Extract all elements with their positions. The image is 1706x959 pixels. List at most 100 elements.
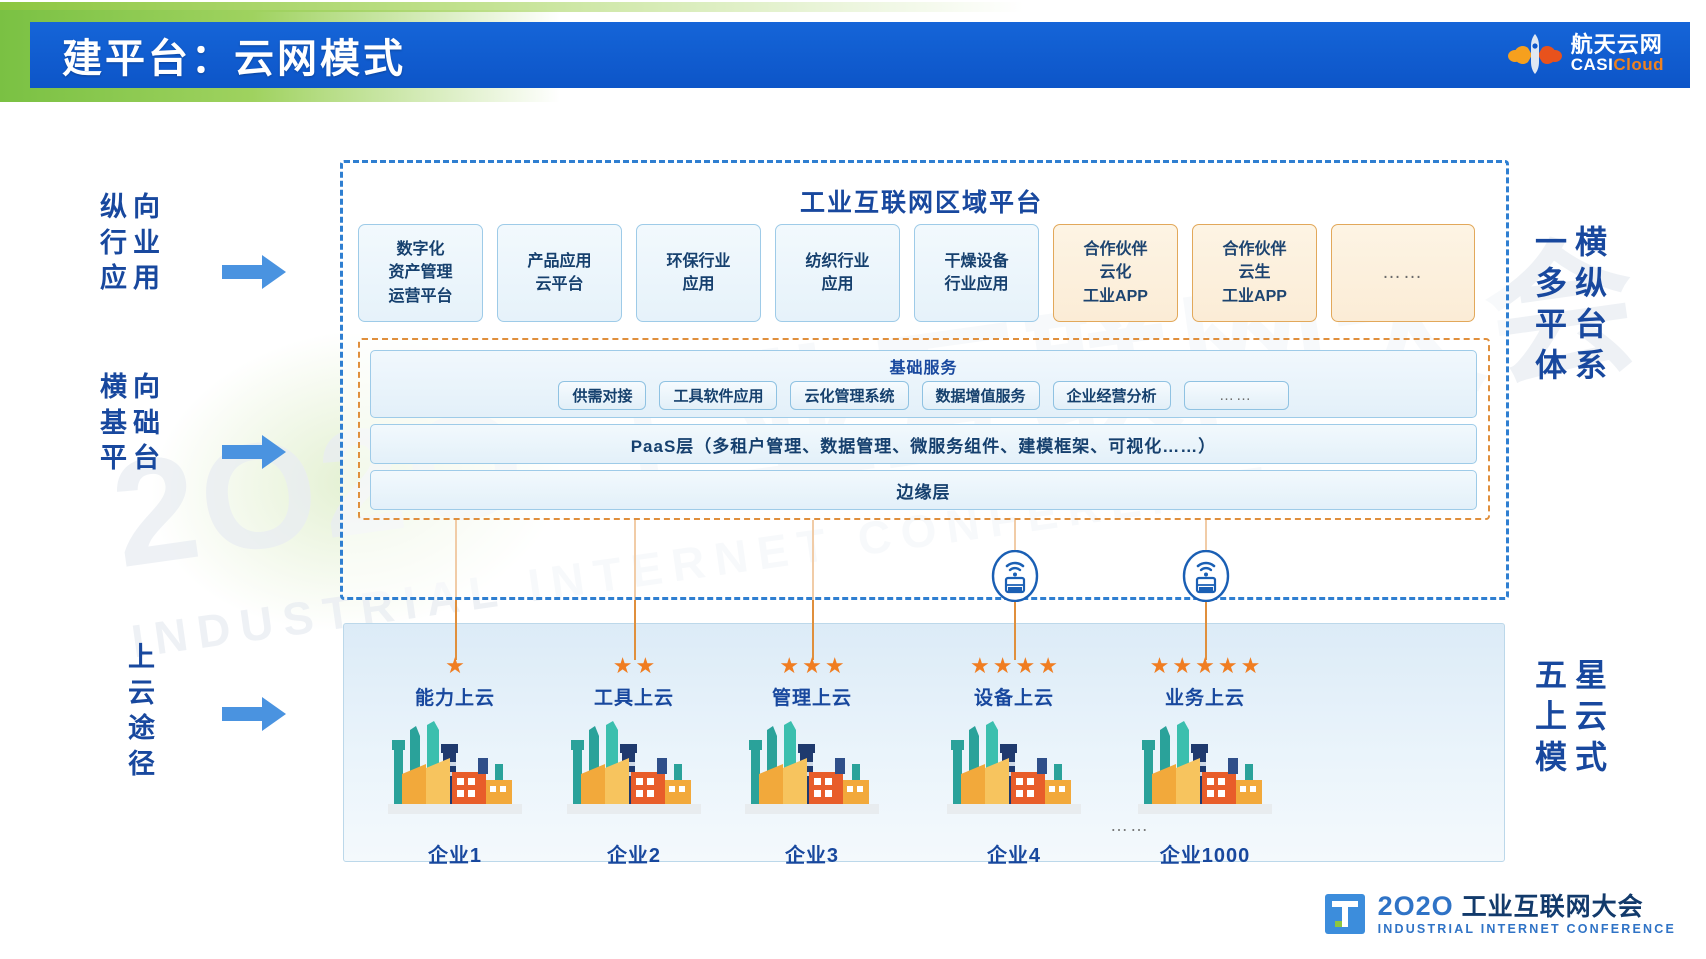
glyph: 业 [133, 227, 160, 258]
star-icon: ★ [779, 653, 800, 678]
label-col-1: 上 云 途 径 [128, 640, 155, 783]
glyph: 向 [133, 192, 160, 222]
app-box-textile[interactable]: 纺织行业 应用 [775, 224, 900, 322]
platform-title: 工业互联网区域平台 [799, 189, 1043, 217]
arrow-right-icon-2 [222, 435, 286, 469]
brand-name-en-cloud: Cloud [1613, 54, 1664, 74]
service-chip-cloud-management[interactable]: 云化管理系统 [790, 381, 909, 410]
enterprise-column[interactable]: ★★★★★业务上云 企业1000 [1130, 655, 1280, 868]
glyph: 模 [1535, 738, 1568, 775]
glyph: 径 [128, 748, 155, 779]
factory-icon [567, 721, 701, 814]
star-icon: ★ [1217, 653, 1238, 678]
basic-services-chip-list: 供需对接 工具软件应用 云化管理系统 数据增值服务 企业经营分析 …… [371, 381, 1476, 410]
gateway-wifi-icon-1 [991, 550, 1039, 602]
glyph: 多 [1535, 264, 1568, 301]
label-one-horizontal-multi-vertical-system: 一 多 平 体 横 纵 台 系 [1535, 222, 1607, 386]
label-col-1: 一 多 平 体 [1535, 222, 1567, 386]
enterprise-ellipsis: …… [1110, 815, 1150, 835]
label-col-2: 横 纵 台 系 [1575, 222, 1607, 386]
service-chip-supply-demand[interactable]: 供需对接 [558, 381, 647, 410]
star-icon: ★ [1015, 653, 1036, 678]
factory-icon [1138, 721, 1272, 814]
service-chip-data-value-added[interactable]: 数据增值服务 [921, 381, 1040, 410]
enterprise-cloud-mode: 设备上云 [973, 688, 1054, 709]
app-box-partner-cloudnative-app[interactable]: 合作伙伴 云生 工业APP [1192, 224, 1317, 322]
service-chip-business-analysis[interactable]: 企业经营分析 [1052, 381, 1171, 410]
app-box-label: 合作伙伴 云化 工业APP [1083, 241, 1148, 305]
industry-app-row: 数字化 资产管理 运营平台 产品应用 云平台 环保行业 应用 纺织行业 应用 干… [358, 224, 1475, 322]
star-rating: ★★ [613, 655, 655, 677]
glyph: 向 [133, 372, 160, 402]
app-box-environmental[interactable]: 环保行业 应用 [636, 224, 761, 322]
factory-icon [745, 721, 879, 814]
service-chip-label: 云化管理系统 [804, 388, 895, 405]
enterprise-column[interactable]: ★★★★设备上云 企业4 [939, 655, 1089, 868]
cloud-rocket-icon [1507, 34, 1562, 74]
basic-services-title: 基础服务 [889, 360, 958, 377]
factory-illustration [380, 718, 530, 833]
service-chip-label: …… [1219, 387, 1254, 404]
app-box-label: 产品应用 云平台 [527, 252, 592, 293]
app-box-digital-asset[interactable]: 数字化 资产管理 运营平台 [358, 224, 483, 322]
paas-layer-bar[interactable]: PaaS层（多租户管理、数据管理、微服务组件、建模框架、可视化……） [370, 424, 1477, 464]
brand-name-en-casi: CASI [1570, 54, 1614, 74]
glyph: 星 [1575, 657, 1608, 693]
enterprise-cloud-mode: 业务上云 [1164, 688, 1245, 709]
foundation-platform-container [358, 338, 1490, 520]
glyph: 云 [128, 677, 155, 708]
conference-logo-icon [1324, 894, 1365, 934]
service-chip-more[interactable]: …… [1183, 381, 1289, 410]
service-chip-label: 供需对接 [572, 388, 633, 405]
star-icon: ★ [1195, 653, 1215, 678]
brand-name-cn: 航天云网 [1570, 31, 1663, 57]
gateway-wifi-icon-2 [1182, 550, 1230, 602]
factory-illustration [1130, 718, 1280, 833]
label-col-2: 向 业 用 [133, 190, 160, 297]
label-vertical-industry-application: 纵 行 应 向 业 用 [100, 190, 160, 297]
enterprise-name: 企业3 [784, 845, 840, 867]
connector-line-5b [1205, 594, 1207, 660]
app-box-label: 干燥设备 行业应用 [944, 252, 1009, 293]
star-icon: ★ [992, 653, 1013, 678]
enterprise-cloud-mode: 能力上云 [414, 688, 495, 709]
conference-name-cn: 工业互联网大会 [1461, 893, 1644, 922]
glyph: 平 [1535, 305, 1568, 342]
star-icon: ★ [802, 653, 822, 678]
app-box-label: 数字化 资产管理 运营平台 [388, 241, 453, 305]
enterprise-column[interactable]: ★★工具上云 企业2 [559, 655, 709, 868]
enterprise-name: 企业1000 [1159, 845, 1251, 867]
app-box-partner-cloudified-app[interactable]: 合作伙伴 云化 工业APP [1053, 224, 1178, 322]
star-icon: ★ [1172, 653, 1193, 678]
arrow-right-icon-1 [222, 255, 286, 289]
glyph: 途 [128, 713, 155, 744]
conference-logo-top: 2O2O 工业互联网大会 [1378, 892, 1676, 922]
edge-layer-bar[interactable]: 边缘层 [370, 470, 1477, 510]
glyph: 台 [1575, 305, 1608, 342]
enterprise-cloud-mode: 工具上云 [593, 688, 674, 709]
glyph: 基 [100, 407, 127, 438]
glyph: 系 [1575, 346, 1608, 383]
service-chip-label: 工具软件应用 [673, 388, 764, 405]
enterprise-column[interactable]: ★★★管理上云 企业3 [737, 655, 887, 868]
service-chip-label: 数据增值服务 [935, 388, 1026, 405]
app-box-drying-equipment[interactable]: 干燥设备 行业应用 [914, 224, 1039, 322]
service-chip-tool-software[interactable]: 工具软件应用 [659, 381, 778, 410]
brand-name-en: CASICloud [1571, 56, 1664, 73]
glyph: 用 [133, 263, 160, 294]
brand-logo-text: 航天云网 CASICloud [1570, 31, 1664, 73]
glyph: 上 [1535, 697, 1568, 734]
star-rating: ★ [445, 655, 465, 677]
label-horizontal-foundation-platform: 横 基 平 向 础 台 [100, 370, 160, 477]
glyph: 上 [128, 642, 155, 672]
label-col-2: 向 础 台 [133, 370, 160, 477]
app-box-product-cloud[interactable]: 产品应用 云平台 [497, 224, 622, 322]
enterprise-cloud-mode: 管理上云 [771, 688, 852, 709]
star-icon: ★ [635, 653, 656, 678]
arrow-right-icon-3 [222, 697, 286, 731]
factory-illustration [737, 718, 887, 833]
edge-layer-label: 边缘层 [896, 482, 951, 502]
app-box-more[interactable]: …… [1331, 224, 1475, 322]
enterprise-column[interactable]: ★能力上云 企业1 [380, 655, 530, 868]
glyph: 应 [100, 263, 127, 294]
